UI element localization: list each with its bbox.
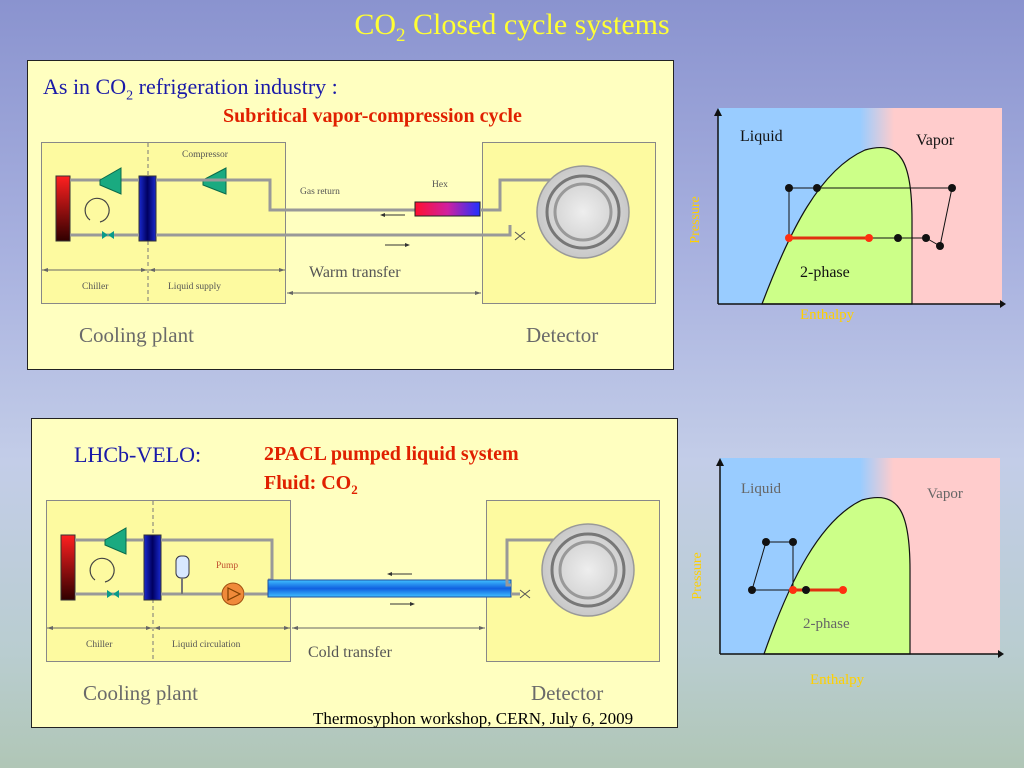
ph-top-vapor-label: Vapor [916, 132, 955, 149]
top-detector-label: Detector [526, 323, 599, 347]
top-liquid-supply-label: Liquid supply [168, 282, 222, 292]
top-compressor-label: Compressor [182, 150, 228, 160]
top-condenser-block [138, 175, 157, 242]
ph-top-xlabel: Enthalpy [800, 307, 855, 323]
ph-bottom-ylabel: Pressure [690, 552, 705, 600]
bottom-cooling-plant-label: Cooling plant [83, 681, 198, 705]
slide-footer: Thermosyphon workshop, CERN, July 6, 200… [313, 709, 634, 728]
ph-bottom-dome [763, 496, 911, 655]
bottom-chiller-compressor-icon [104, 527, 127, 555]
top-warm-transfer-label: Warm transfer [309, 264, 401, 281]
ph-top-two-phase-label: 2-phase [800, 264, 850, 281]
top-hex-label: Hex [432, 180, 448, 190]
top-gas-return-label: Gas return [300, 187, 340, 197]
ph-top-dome [761, 146, 913, 305]
top-cooling-plant-label: Cooling plant [79, 323, 194, 347]
top-heading: As in CO2 refrigeration industry : [43, 74, 338, 104]
top-subtitle: Subritical vapor-compression cycle [223, 105, 522, 127]
bottom-valve-icon [107, 590, 113, 598]
bottom-pump-label: Pump [216, 561, 239, 571]
bottom-fluid-line: Fluid: CO2 [264, 472, 358, 497]
bottom-cold-transfer-label: Cold transfer [308, 644, 392, 661]
ph-bottom-xlabel: Enthalpy [810, 672, 865, 688]
bottom-chiller-label: Chiller [86, 640, 113, 650]
ph-bottom-liquid-label: Liquid [741, 481, 781, 497]
bottom-system-line: 2PACL pumped liquid system [264, 443, 519, 465]
bottom-detector-icon [541, 523, 635, 617]
bottom-detector-label: Detector [531, 681, 604, 705]
bottom-heading: LHCb-VELO: [74, 442, 202, 467]
ph-top-liquid-label: Liquid [740, 128, 783, 145]
bottom-chiller-block [60, 534, 76, 601]
top-valve-icon [102, 231, 108, 239]
slide-title: CO2 Closed cycle systems [354, 8, 670, 46]
top-chiller-block [55, 175, 71, 242]
bottom-transfer-tube [267, 579, 512, 598]
top-cooling-plant-box [41, 142, 286, 304]
bottom-condenser-block [143, 534, 162, 601]
bottom-cooling-plant-box [46, 500, 291, 662]
top-detector-icon [536, 165, 630, 259]
top-chiller-compressor-icon [99, 167, 122, 195]
bottom-liquid-circulation-label: Liquid circulation [172, 640, 241, 650]
top-chiller-label: Chiller [82, 282, 109, 292]
ph-bottom-two-phase-label: 2-phase [803, 616, 850, 632]
ph-bottom-vapor-label: Vapor [927, 486, 963, 502]
